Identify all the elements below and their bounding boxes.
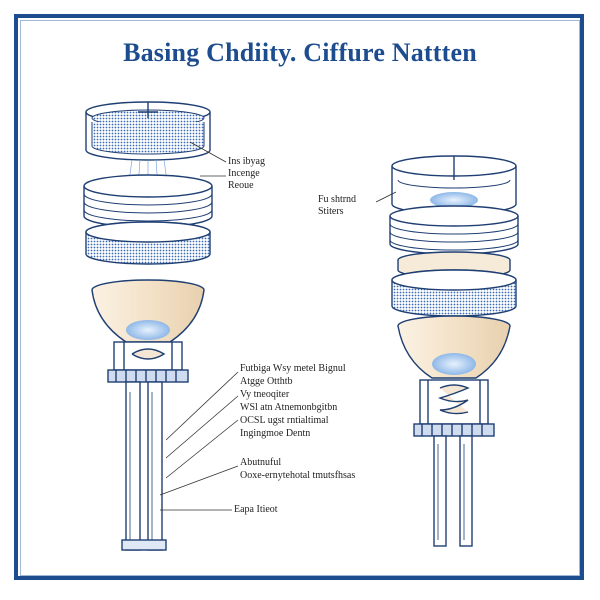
label-line: Fu shtrnd: [318, 194, 357, 205]
left-ring-stack: [83, 174, 213, 228]
label-line: Atgge Otthtb: [240, 376, 293, 387]
label-line: Futbiga Wsy metel Bignul: [240, 363, 346, 374]
left-leaders: [159, 141, 239, 511]
right-body: [413, 379, 495, 437]
label-left-lower: Abutnuful Ooxe-ernytehotal tmutsfhsas: [240, 456, 355, 482]
inner-frame: [20, 20, 580, 576]
label-line: Eapa Itieot: [234, 504, 278, 515]
left-mesh-disc: [85, 221, 211, 265]
label-left-top: Ins ibyag Incenge Reoue: [228, 156, 265, 192]
right-assembly: [375, 155, 519, 547]
left-cone: [91, 279, 205, 343]
label-line: Ingingmoe Dentn: [240, 428, 311, 439]
left-tubes: [121, 381, 167, 551]
right-top-cap: [391, 155, 517, 215]
right-mesh-disc: [391, 269, 517, 317]
label-line: Reoue: [228, 180, 254, 191]
left-assembly: [83, 101, 239, 551]
label-line: Vy tneoqiter: [240, 389, 290, 400]
label-line: Stiters: [318, 206, 344, 217]
label-line: Ins ibyag: [228, 156, 265, 167]
diagram-title: Basing Chdiity. Ciffure Nattten: [123, 38, 477, 67]
label-line: WSl atn Atnemonbgitbn: [240, 402, 338, 413]
label-left-bottom: Eapa Itieot: [234, 504, 278, 516]
label-line: Abutnuful: [240, 457, 282, 468]
left-collar: [107, 341, 189, 383]
label-line: OCSL ugst rntialtimal: [240, 415, 329, 426]
right-ring-stack: [389, 205, 519, 255]
label-line: Ooxe-ernytehotal tmutsfhsas: [240, 470, 356, 481]
right-leaders: [375, 191, 397, 203]
label-left-mid: Futbiga Wsy metel Bignul Atgge Otthtb Vy…: [240, 362, 346, 440]
right-cone: [397, 315, 511, 379]
label-line: Incenge: [228, 168, 260, 179]
label-right-top: Fu shtrnd Stiters: [318, 194, 356, 218]
right-tubes: [433, 435, 473, 547]
left-top-cap: [85, 101, 211, 161]
